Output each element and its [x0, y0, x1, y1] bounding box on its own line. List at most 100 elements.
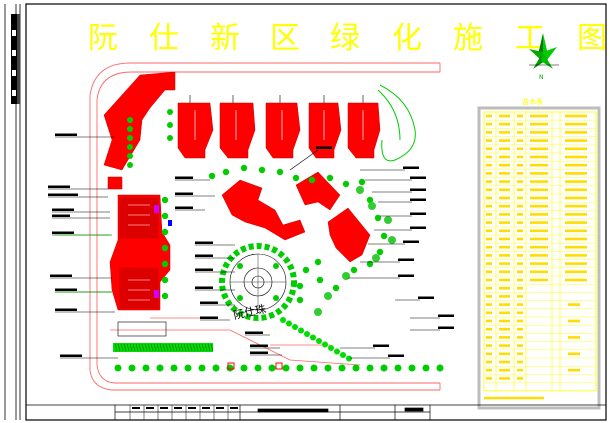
accent-marks [117, 205, 283, 370]
building [265, 102, 301, 159]
tree-symbol [240, 164, 248, 172]
building [119, 197, 159, 239]
tree-symbol [276, 168, 284, 176]
binding-strip [11, 14, 20, 104]
title-char: 阮 [88, 21, 118, 56]
title-char: 图 [577, 21, 607, 56]
tree-symbol [372, 254, 380, 262]
green-belt-right [377, 84, 416, 162]
tree-symbol [328, 345, 334, 351]
tree-symbol [346, 355, 352, 362]
shrub-hatch [113, 343, 214, 352]
tree-symbol [326, 174, 334, 182]
callout-text-bar [316, 146, 332, 149]
building-inner-lines [194, 110, 364, 140]
tree-symbol [332, 284, 340, 292]
building [327, 207, 371, 263]
tree-symbol [350, 266, 358, 274]
callout-text-bar [48, 185, 70, 188]
building [308, 102, 342, 159]
callout-text-bar [52, 231, 74, 234]
building [347, 102, 381, 159]
callout-text-bar [403, 166, 419, 169]
tree-symbol [366, 196, 374, 204]
drawing-title: 阮 仕 新 区 绿 化 施 工 图 [88, 21, 607, 56]
tree-symbol [167, 122, 173, 128]
tree-symbol [161, 260, 169, 268]
tree-symbol [161, 228, 169, 236]
tree-symbol [128, 364, 136, 372]
tree-symbol [380, 364, 388, 372]
title-char: 绿 [330, 21, 360, 56]
buildings-top-row [103, 71, 381, 171]
callout-text-bar [250, 344, 268, 347]
tree-symbol [340, 352, 346, 358]
title-block-cells [129, 405, 238, 420]
callout-text-bar [60, 354, 82, 357]
tree-symbol [368, 202, 376, 210]
callout-text-bar [55, 308, 77, 311]
tree-symbol [184, 364, 192, 372]
callout-text-bar [410, 198, 426, 201]
tree-symbol [161, 212, 169, 220]
plaza-label: 阮仕珠 [232, 301, 267, 322]
building [177, 102, 214, 159]
tree-symbol [127, 153, 133, 159]
tree-symbol [366, 364, 374, 372]
tree-symbol [384, 216, 392, 224]
callout-text-bar [50, 274, 72, 277]
tree-layer [114, 109, 444, 372]
callout-text-bar [200, 301, 218, 304]
tree-symbol [254, 364, 262, 372]
building [103, 71, 176, 171]
callout-text-bar [398, 258, 414, 261]
tree-symbol [296, 296, 304, 304]
tree-symbol [208, 172, 216, 180]
callout-text-bar [373, 344, 389, 347]
tree-symbol [127, 162, 133, 168]
tree-symbol [286, 320, 292, 327]
buildings-center [221, 171, 371, 263]
tree-symbol [342, 180, 350, 188]
tree-symbol [316, 276, 324, 284]
tree-symbol [292, 174, 300, 182]
tree-symbol [324, 364, 332, 372]
internal-paths [110, 317, 361, 366]
tree-symbol [292, 324, 298, 330]
tree-symbol [167, 135, 173, 141]
tree-symbol [374, 214, 382, 222]
callout-text-bar [410, 226, 426, 229]
central-plaza: 阮仕珠 [219, 243, 297, 322]
buildings-left-cluster [107, 176, 171, 311]
callout-text-bar [200, 316, 218, 319]
callout-text-bar [55, 288, 77, 291]
tree-symbol [142, 364, 150, 372]
building [119, 267, 159, 309]
title-char: 仕 [149, 21, 179, 56]
tree-symbol [316, 338, 322, 344]
tree-symbol [212, 364, 220, 372]
tree-symbol [198, 364, 206, 372]
callout-text-bar [418, 296, 434, 299]
tree-symbol [127, 135, 133, 141]
tree-symbol [394, 364, 402, 372]
tree-symbol [408, 364, 416, 372]
tree-symbol [324, 292, 332, 300]
tree-symbol [376, 248, 384, 256]
callout-text-bar [55, 133, 77, 136]
tree-symbol [296, 282, 304, 290]
callout-text-bar [175, 176, 193, 179]
tree-symbol [436, 364, 444, 372]
tree-symbol [380, 232, 388, 240]
callout-text-bar [388, 354, 404, 357]
plant-schedule-table: 苗木表 [477, 97, 601, 410]
tree-symbol [422, 364, 430, 372]
tree-symbol [127, 117, 133, 123]
tree-symbol [296, 364, 304, 372]
callout-text-bar [250, 351, 268, 354]
callout-text-bar [175, 206, 193, 209]
callout-text-bar [195, 241, 213, 244]
callout-text-bar [48, 193, 78, 196]
north-arrow-icon: N [529, 33, 559, 81]
tree-symbol [304, 331, 310, 337]
